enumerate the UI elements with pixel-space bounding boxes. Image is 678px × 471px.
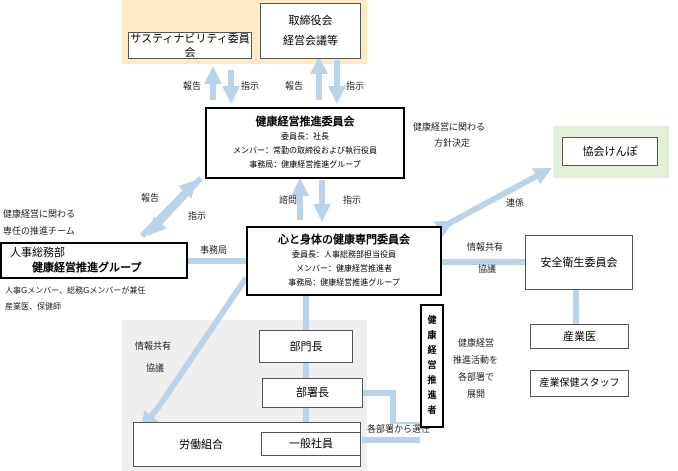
promoter-note-line3: 各部署で: [458, 373, 495, 383]
safety-committee-box: 安全衛生委員会: [525, 235, 633, 290]
promoter-char: 経: [427, 345, 437, 356]
promoter-char: 営: [427, 360, 437, 371]
occupational-doctor-box: 産業医: [530, 324, 629, 349]
promoter-note-line4: 展開: [467, 390, 486, 400]
promoter-char: 康: [427, 330, 437, 341]
occupational-doctor-label: 産業医: [563, 329, 596, 343]
expert-committee-box: 心と身体の健康専門委員会 委員長：人事総務部担当役員 メンバー：健康経営推進者 …: [246, 226, 442, 296]
promoter-note-line2: 推進活動を: [453, 356, 499, 366]
promotion-committee-title: 健康経営推進委員会: [255, 115, 355, 128]
hr-dept-name: 人事総務部: [10, 245, 65, 259]
label-consult: 諮問: [279, 196, 298, 206]
policy-note-line2: 方針決定: [434, 139, 471, 149]
hr-note-line2: 専任の推進チーム: [3, 227, 75, 237]
label-report-3: 報告: [141, 194, 160, 204]
employee-box: 一般社員: [261, 432, 361, 456]
label-instruct-2: 指示: [346, 82, 365, 92]
dept-head-label: 部門長: [289, 339, 323, 353]
arrow-info-union: [140, 276, 249, 431]
safety-committee-label: 安全衛生委員会: [540, 255, 618, 269]
label-liaison: 連係: [506, 199, 525, 209]
board-box: 取締役会 経営会議等: [260, 3, 361, 59]
expert-committee-line1: 委員長：人事総務部担当役員: [292, 250, 396, 259]
hr-members-line2: 産業医、保健師: [5, 302, 61, 311]
kyokai-box: 協会けんぽ: [562, 137, 658, 166]
label-instruct-1: 指示: [241, 82, 260, 92]
label-report-2: 報告: [285, 82, 304, 92]
promotion-committee-line2: メンバー：常勤の取締役および執行役員: [233, 146, 377, 155]
dept-head-box: 部門長: [259, 330, 353, 363]
promotion-committee-line3: 事務局：健康経営推進グループ: [249, 160, 361, 169]
promoter-char: 健: [427, 315, 437, 326]
arrow-instruct-promo-to-hr: [147, 175, 204, 236]
expert-committee-line3: 事務局：健康経営推進グループ: [288, 278, 400, 287]
health-promoter-box: 健 康 経 営 推 進 者: [420, 304, 444, 428]
sustainability-label: サスティナビリティ委員会: [130, 31, 250, 59]
promoter-note-line1: 健康経営: [458, 339, 495, 349]
expert-committee-line2: メンバー：健康経営推進者: [296, 264, 392, 273]
label-discuss-1: 協議: [478, 265, 497, 275]
label-instruct-3: 指示: [188, 212, 207, 222]
promoter-char: 推: [427, 375, 437, 386]
hr-dept-box: 人事総務部 健康経営推進グループ: [0, 242, 188, 279]
promotion-committee-line1: 委員長：社長: [281, 132, 329, 141]
label-instruct-4: 指示: [343, 196, 362, 206]
promoter-char: 者: [427, 405, 437, 416]
board-line1: 取締役会: [288, 14, 333, 27]
hr-members-line1: 人事Gメンバー、総務Gメンバーが兼任: [5, 286, 146, 295]
label-discuss-2: 協議: [146, 364, 165, 374]
policy-note-line1: 健康経営に関わる: [413, 123, 486, 133]
line-promoter-section: [363, 390, 420, 428]
employee-label: 一般社員: [289, 437, 333, 450]
expert-committee-title: 心と身体の健康専門委員会: [278, 233, 410, 246]
board-line2: 経営会議等: [283, 34, 338, 47]
section-head-label: 部署長: [296, 386, 329, 399]
health-staff-box: 産業保健スタッフ: [530, 370, 629, 397]
label-info-share-1: 情報共有: [467, 243, 504, 253]
section-head-box: 部署長: [262, 378, 363, 408]
label-selected-from-depts: 各部署から選任: [367, 424, 431, 436]
hr-note-line1: 健康経営に関わる: [3, 210, 76, 220]
hr-group-name: 健康経営推進グループ: [32, 260, 142, 274]
label-office: 事務局: [200, 246, 228, 256]
kyokai-label: 協会けんぽ: [582, 144, 638, 158]
label-report-1: 報告: [183, 82, 202, 92]
promotion-committee-box: 健康経営推進委員会 委員長：社長 メンバー：常勤の取締役および執行役員 事務局：…: [205, 107, 405, 179]
health-staff-label: 産業保健スタッフ: [539, 377, 620, 389]
labor-union-label: 労働組合: [179, 437, 223, 451]
promoter-char: 進: [427, 390, 437, 401]
label-info-share-2: 情報共有: [135, 342, 172, 352]
arrow-liaison: [433, 167, 552, 238]
sustainability-committee-box: サスティナビリティ委員会: [128, 32, 252, 59]
